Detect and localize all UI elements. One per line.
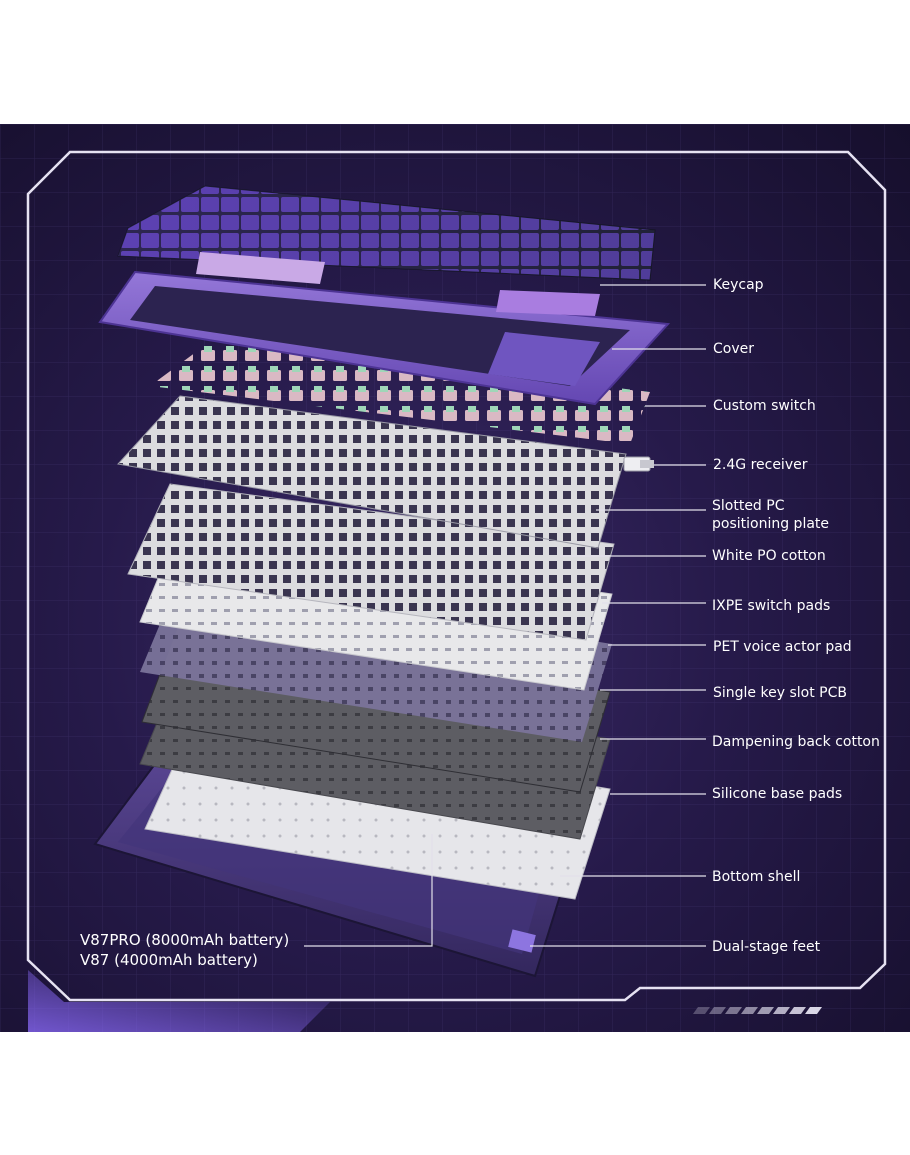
keycaps-layer: [117, 185, 656, 316]
label-cover: Cover: [713, 341, 754, 357]
leader-lines: [304, 284, 706, 947]
receiver-dongle: [623, 456, 654, 472]
label-custom-switch: Custom switch: [713, 398, 816, 414]
label-receiver: 2.4G receiver: [713, 457, 808, 473]
label-feet: Dual-stage feet: [712, 939, 821, 955]
battery-line-pro: V87PRO (8000mAh battery): [80, 931, 290, 949]
keyboard-exploded-diagram: [0, 124, 910, 1032]
exploded-view-panel: Keycap Cover Custom switch 2.4G receiver…: [0, 124, 910, 1032]
pc-plate-layer: [117, 395, 627, 549]
label-dampening-cotton: Dampening back cotton: [712, 734, 880, 750]
label-pc-plate: Slotted PC positioning plate: [712, 498, 830, 532]
switches-layer: [150, 338, 650, 444]
label-pet-pad: PET voice actor pad: [713, 639, 852, 655]
label-bottom-shell: Bottom shell: [712, 869, 801, 885]
label-pcb: Single key slot PCB: [713, 685, 847, 701]
label-po-cotton: White PO cotton: [712, 548, 826, 564]
hud-frame: [26, 150, 887, 1002]
frame-corner-glow: [28, 970, 330, 1032]
label-silicone-pads: Silicone base pads: [712, 786, 843, 802]
label-ixpe-pads: IXPE switch pads: [712, 598, 831, 614]
battery-note: V87PRO (8000mAh battery) V87 (4000mAh ba…: [80, 930, 289, 970]
label-keycap: Keycap: [713, 277, 764, 293]
battery-line-std: V87 (4000mAh battery): [80, 951, 258, 969]
progress-dashes: [693, 1007, 822, 1014]
cover-layer: [98, 270, 671, 406]
